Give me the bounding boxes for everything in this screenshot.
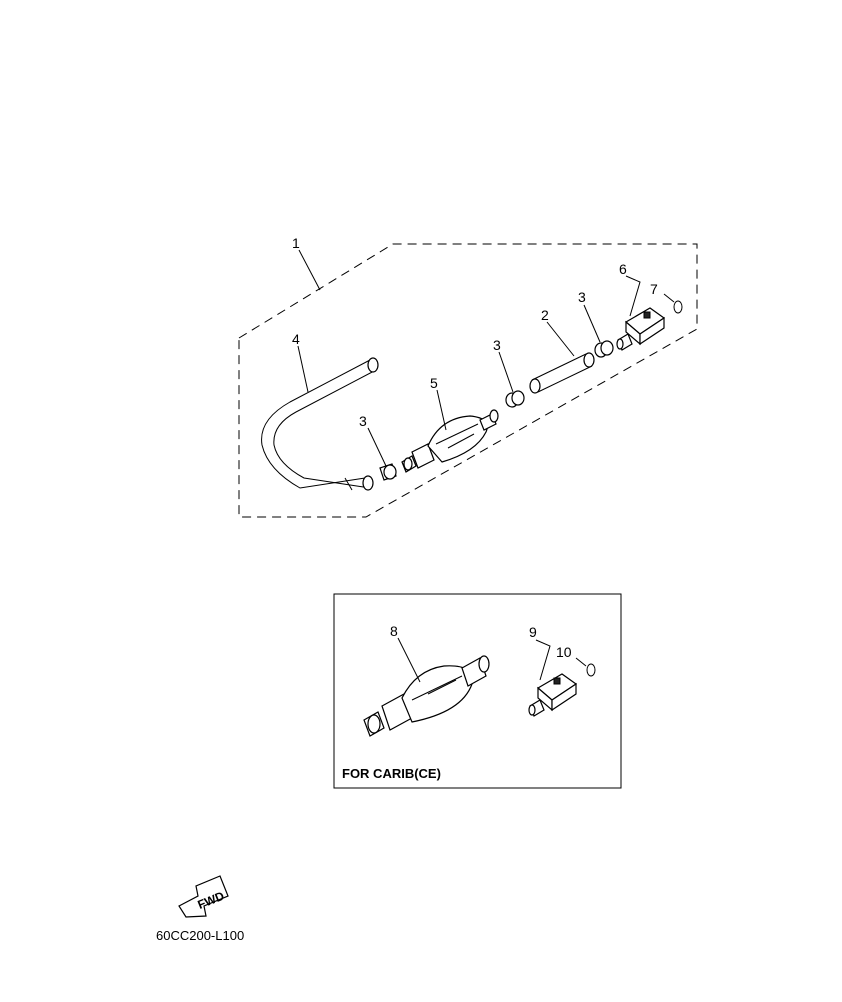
- primer-pump-ce: [363, 655, 490, 737]
- callout-1: 1: [292, 235, 300, 251]
- fuel-hose: [261, 357, 379, 491]
- callout-4: 4: [292, 331, 300, 347]
- fuel-connector: [616, 307, 666, 351]
- hose-clip-1: [379, 463, 397, 481]
- assembly-outline: [238, 243, 698, 518]
- callout-6: 6: [619, 261, 627, 277]
- inset-box: [333, 593, 622, 789]
- o-ring-ce: [586, 663, 596, 677]
- short-hose: [529, 352, 595, 394]
- callout-10: 10: [556, 644, 572, 660]
- callout-9: 9: [529, 624, 537, 640]
- callout-7: 7: [650, 281, 658, 297]
- callout-2: 2: [541, 307, 549, 323]
- callout-3c: 3: [578, 289, 586, 305]
- inset-caption: FOR CARIB(CE): [342, 766, 441, 781]
- callout-8: 8: [390, 623, 398, 639]
- fuel-connector-ce: [528, 673, 578, 717]
- o-ring: [673, 300, 683, 314]
- fwd-arrow-icon: FWD: [178, 875, 229, 918]
- leader-lines: [297, 249, 675, 467]
- hose-clip-3: [594, 340, 614, 358]
- primer-pump: [401, 409, 499, 473]
- diagram-code: 60CC200-L100: [156, 928, 244, 943]
- hose-clip-2: [505, 390, 525, 408]
- callout-3a: 3: [359, 413, 367, 429]
- inset-leader-lines: [397, 637, 587, 683]
- callout-3b: 3: [493, 337, 501, 353]
- callout-5: 5: [430, 375, 438, 391]
